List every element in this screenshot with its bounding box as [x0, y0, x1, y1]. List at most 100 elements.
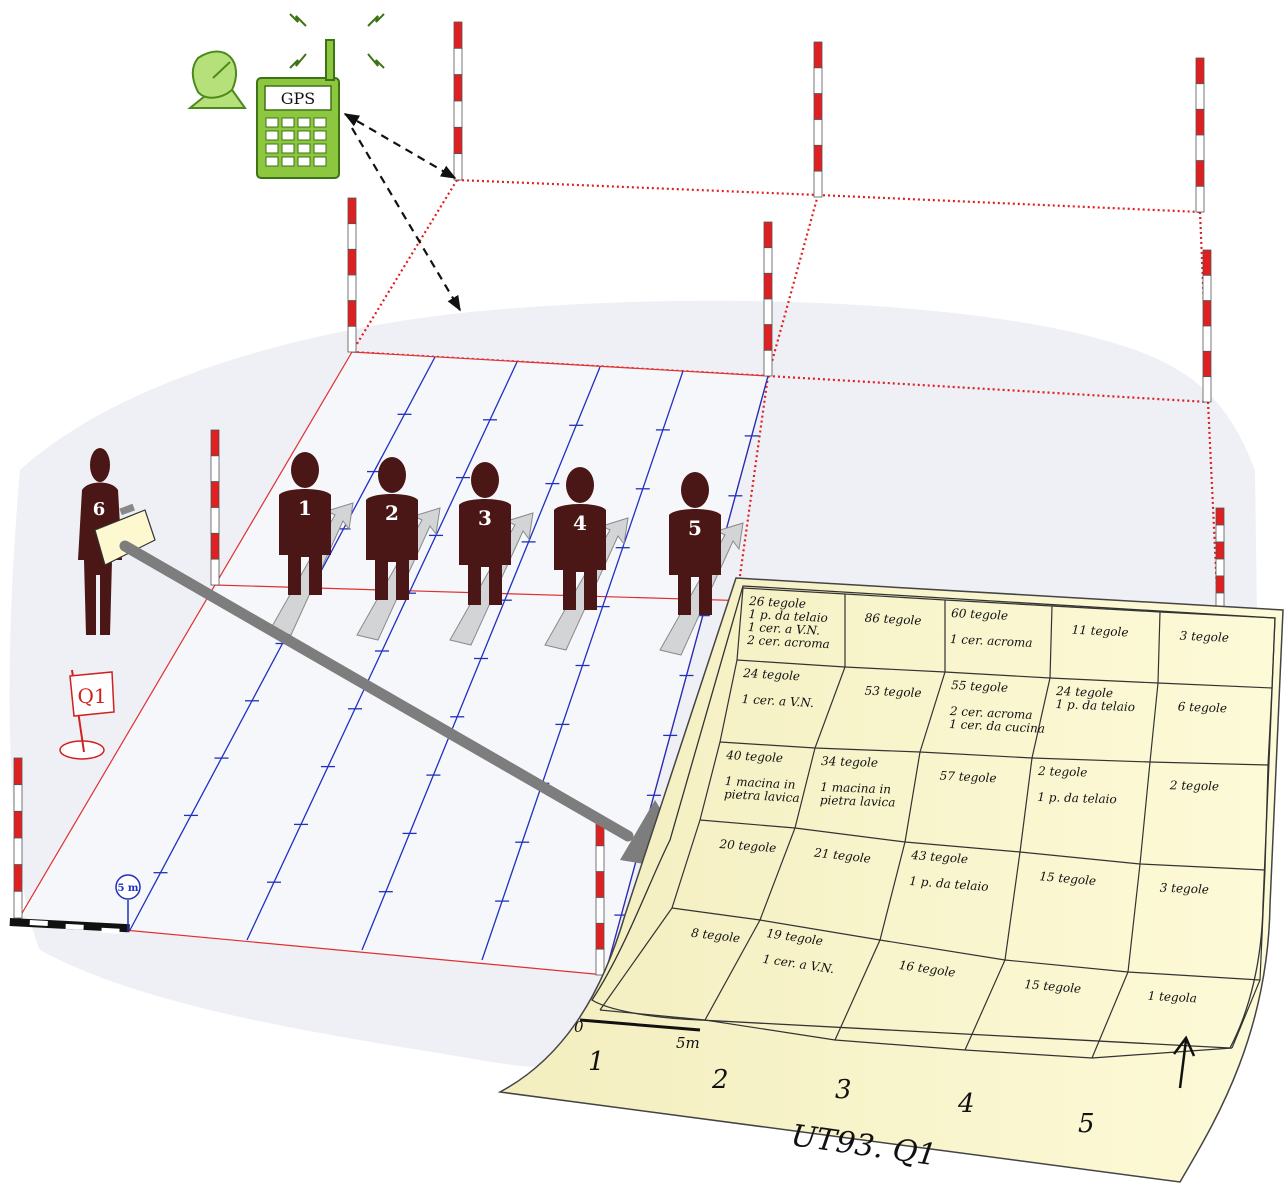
walker-label: 5	[688, 516, 702, 540]
sheet-cell-text: 21 tegole	[812, 845, 871, 865]
sheet-cell-text: 57 tegole	[939, 769, 996, 786]
flag-q1: Q1	[59, 669, 115, 760]
gps-key	[265, 143, 279, 154]
sheet-cell-text: 1 macina in	[820, 780, 891, 796]
sheet-cell: 3 tegole	[1179, 629, 1229, 645]
walker-3: 3	[449, 462, 534, 646]
sheet-row-line	[736, 659, 1273, 689]
clipboard-icon	[94, 503, 156, 566]
pole	[595, 819, 605, 976]
sheet-scale-start: 0	[574, 1018, 584, 1036]
sheet-cell-text: 8 tegole	[690, 926, 741, 946]
sheet-row-line	[671, 907, 1261, 981]
sheet-cell-text: 34 tegole	[821, 754, 878, 770]
pole	[763, 221, 773, 377]
sheet-cell-text: 1 p. da telaio	[748, 607, 828, 625]
sheet-cell: 15 tegole	[1024, 977, 1082, 996]
gps-key	[281, 130, 295, 141]
sheet-cell-text: 1 cer. a V.N.	[741, 692, 814, 710]
scale-marker-label: 5 m	[117, 883, 138, 894]
sheet-cell-text: 1 p. da telaio	[909, 874, 989, 894]
gps-key	[313, 130, 327, 141]
walker-1: 1	[269, 452, 354, 636]
gps-key	[265, 156, 279, 167]
walker-body	[554, 504, 606, 610]
walker-body	[366, 494, 418, 600]
gps-label: GPS	[281, 89, 316, 108]
walker-body	[459, 499, 511, 605]
sheet-cell: 20 tegole	[718, 837, 777, 855]
sheet-cell: 21 tegole	[812, 845, 871, 865]
sheet-cell: 60 tegole 1 cer. acroma	[950, 606, 1033, 650]
gps-key	[297, 117, 311, 128]
sheet-cell: 57 tegole	[939, 769, 996, 786]
scale-marker-5m: 5 m	[115, 874, 141, 932]
sheet-scale-end: 5m	[676, 1034, 700, 1052]
gps-key	[265, 117, 279, 128]
pole	[813, 41, 823, 198]
sheet-cell-text: 60 tegole	[951, 606, 1008, 623]
sheet-cell-text: 11 tegole	[1071, 623, 1128, 640]
sheet-cell-text: 15 tegole	[1039, 869, 1097, 888]
pole	[1215, 507, 1225, 611]
gps-key	[297, 130, 311, 141]
sheet-cell: 6 tegole	[1177, 700, 1227, 716]
sheet-cell-text: 1 cer. acroma	[950, 632, 1033, 650]
sheet-cell: 1 tegola	[1147, 989, 1197, 1006]
sheet-cell-text: pietra lavica	[724, 787, 800, 805]
grid-lines	[351, 178, 1220, 613]
sheet-row-line	[742, 587, 1276, 619]
sheet-row-line	[719, 741, 1269, 766]
sheet-cell-text: 2 cer. acroma	[949, 704, 1033, 722]
recorder-person: 6	[78, 448, 156, 635]
sheet-col-line	[1231, 617, 1276, 1049]
walker-label: 4	[573, 511, 587, 535]
sheet-cell-text: 6 tegole	[1177, 700, 1227, 716]
sheet-cell-text: 2 cer. acroma	[746, 633, 830, 651]
sheet-column-number: 5	[1078, 1109, 1095, 1139]
pole	[453, 21, 463, 181]
sheet-cell-text: 43 tegole	[910, 848, 969, 866]
recorder-label: 6	[93, 499, 106, 520]
sheet-col-line	[1091, 611, 1161, 1059]
sheet-cell: 11 tegole	[1071, 623, 1128, 640]
sheet-column-number: 2	[711, 1065, 729, 1095]
sheet-cell-text: 1 cer. a V.N.	[748, 620, 821, 638]
sheet-cell: 53 tegole	[864, 684, 921, 700]
sheet-cell-text: 2 tegole	[1169, 778, 1220, 793]
gps-key	[297, 156, 311, 167]
sheet-cell-text: 1 cer. da cucina	[949, 717, 1045, 736]
sheet-cell: 43 tegole 1 p. da telaio	[909, 848, 989, 894]
sheet-row-line	[599, 1009, 1233, 1059]
sheet-col-line	[599, 587, 744, 1011]
sheet-cell-text: 1 p. da telaio	[1037, 790, 1117, 806]
walker-label: 3	[478, 506, 492, 530]
sheet-cell: 86 tegole	[864, 611, 922, 628]
sheet-cell-text: 24 tegole	[1055, 684, 1113, 700]
sheet-col-line	[834, 600, 946, 1041]
sheet-cell-text: 2 tegole	[1037, 764, 1088, 779]
sheet-column-number: 1	[588, 1047, 605, 1077]
walker-2: 2	[356, 457, 441, 641]
sheet-cell-text: 3 tegole	[1179, 629, 1229, 645]
gps-key	[265, 130, 279, 141]
pole	[210, 429, 220, 586]
pole	[347, 197, 357, 353]
sheet-cell-text: 53 tegole	[864, 684, 921, 700]
sheet-cell-text: 1 p. da telaio	[1055, 697, 1135, 714]
sheet-cell-text: 26 tegole	[748, 594, 807, 611]
sheet-cell-text: 40 tegole	[725, 748, 784, 765]
walker-body	[279, 489, 331, 595]
sheet-cell-text: 20 tegole	[718, 837, 777, 855]
sheet-cell-text: 15 tegole	[1024, 977, 1082, 996]
north-arrow-icon	[1173, 1035, 1196, 1089]
sheet-cell-text: pietra lavica	[820, 793, 896, 810]
gps-key	[313, 156, 327, 167]
